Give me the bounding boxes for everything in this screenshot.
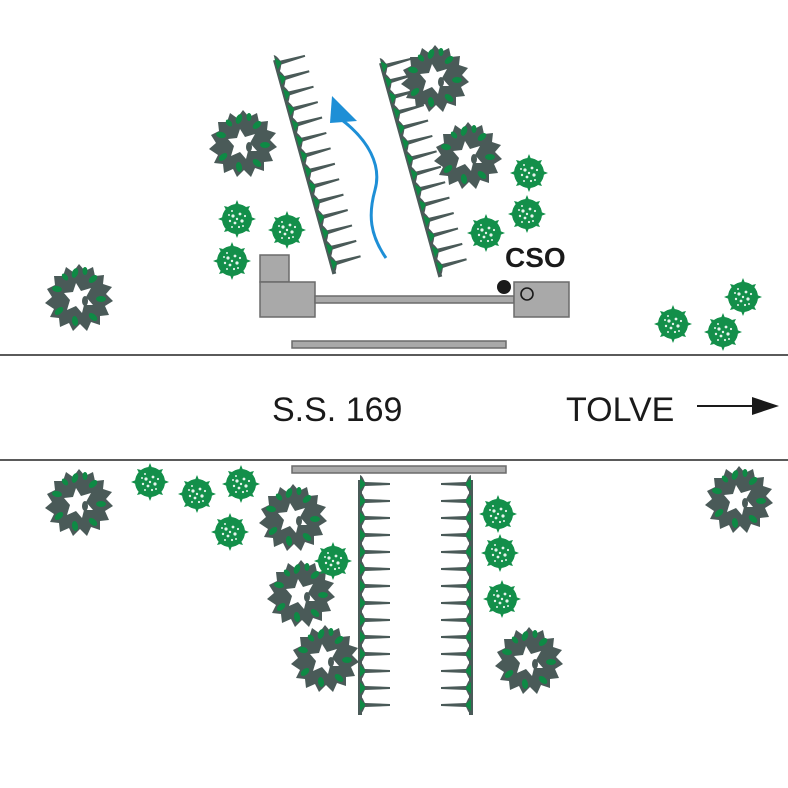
shrub-icon <box>178 475 216 513</box>
tree-icon <box>45 469 113 536</box>
hedge-tooth <box>360 594 390 612</box>
culvert-headwall-north <box>291 340 507 349</box>
hedge-tooth <box>405 142 440 169</box>
hedge-tooth <box>360 509 390 527</box>
direction-arrow-icon <box>697 397 779 415</box>
hedge-tooth <box>441 492 471 510</box>
hedge-tooth <box>303 155 338 181</box>
sluice-chamber <box>259 281 316 318</box>
shrub-icon <box>508 195 546 233</box>
hedge-tooth <box>360 696 390 714</box>
shrub-icon <box>724 278 762 316</box>
tree-icon <box>705 466 773 533</box>
tree-icon <box>209 110 277 177</box>
shrub-icon <box>510 154 548 192</box>
shrub-icon <box>467 214 505 252</box>
cso-label: CSO <box>505 242 566 273</box>
shrub-icon <box>213 242 251 280</box>
shrub-icon <box>211 513 249 551</box>
hedge-tooth <box>324 232 359 258</box>
hedge-tooth <box>360 560 390 578</box>
tree-icon <box>45 264 113 331</box>
shrub-icon <box>483 580 521 618</box>
hedge-tooth <box>441 611 471 629</box>
hedge-tooth <box>290 108 325 135</box>
hedge-tooth <box>316 201 351 227</box>
hedge-tooth <box>401 127 435 153</box>
hedge-tooth <box>360 611 390 629</box>
hedge-tooth <box>441 662 471 680</box>
hedge-tooth <box>360 526 390 544</box>
shrub-icon <box>654 305 692 343</box>
hedge-tooth <box>360 492 390 510</box>
hedge-row-lower-right <box>441 475 473 715</box>
hedge-tooth <box>286 93 321 119</box>
hedge-tooth <box>360 679 390 697</box>
hedge-tooth <box>320 216 355 243</box>
culvert-headwall-south <box>291 465 507 474</box>
hedge-tooth <box>277 62 312 88</box>
hedge-tooth <box>273 47 308 73</box>
shrub-icon <box>704 313 742 351</box>
cso-structure <box>259 254 570 318</box>
hedge-tooth <box>282 78 316 104</box>
hedge-tooth <box>441 577 471 595</box>
road-name-label: S.S. 169 <box>272 391 402 429</box>
hedge-tooth <box>413 173 448 199</box>
hedge-tooth <box>441 679 471 697</box>
hedge-tooth <box>329 247 363 273</box>
hedge-tooth <box>360 645 390 663</box>
hedge-row-upper-left <box>273 47 363 275</box>
hedge-tooth <box>430 235 465 261</box>
hedge-tooth <box>441 543 471 561</box>
tree-icon <box>259 484 327 551</box>
shrub-icon <box>479 495 517 533</box>
cso-marker-icon <box>497 280 511 294</box>
cso-chamber <box>513 281 570 318</box>
hedge-tooth <box>441 526 471 544</box>
hedge-tooth <box>441 628 471 646</box>
shrub-icon <box>268 211 306 249</box>
hedge-tooth <box>307 170 342 196</box>
hedge-tooth <box>418 188 452 215</box>
hedge-tooth <box>441 475 471 493</box>
shrub-icon <box>222 465 260 503</box>
tree-icon <box>291 625 359 692</box>
hedge-tooth <box>441 509 471 527</box>
tree-icon <box>401 45 469 112</box>
hedge-tooth <box>441 645 471 663</box>
hedge-tooth <box>295 124 329 150</box>
manhole-icon <box>520 287 534 301</box>
hedge-tooth <box>299 139 334 166</box>
hedge-tooth <box>360 662 390 680</box>
hedge-tooth <box>360 577 390 595</box>
sluice-tower <box>259 254 290 283</box>
hedge-tooth <box>441 560 471 578</box>
shrub-icon <box>218 200 256 238</box>
hedge-tooth <box>441 696 471 714</box>
flow-direction-arrow-icon <box>330 96 388 259</box>
hedge-tooth <box>435 250 469 276</box>
overflow-pipe <box>314 295 515 304</box>
direction-label: TOLVE <box>566 391 674 429</box>
shrub-icon <box>131 463 169 501</box>
hedge-tooth <box>396 111 431 138</box>
hedge-tooth <box>360 475 390 493</box>
tree-icon <box>495 627 563 694</box>
shrub-icon <box>481 534 519 572</box>
hedge-row-lower-left <box>358 475 390 715</box>
hedge-tooth <box>422 204 457 230</box>
hedge-tooth <box>360 628 390 646</box>
hedge-tooth <box>441 594 471 612</box>
hedge-row-upper-right <box>379 50 469 278</box>
hedge-tooth <box>360 543 390 561</box>
tree-icon <box>434 122 502 189</box>
hedge-tooth <box>312 185 346 212</box>
hedge-tooth <box>426 219 461 246</box>
